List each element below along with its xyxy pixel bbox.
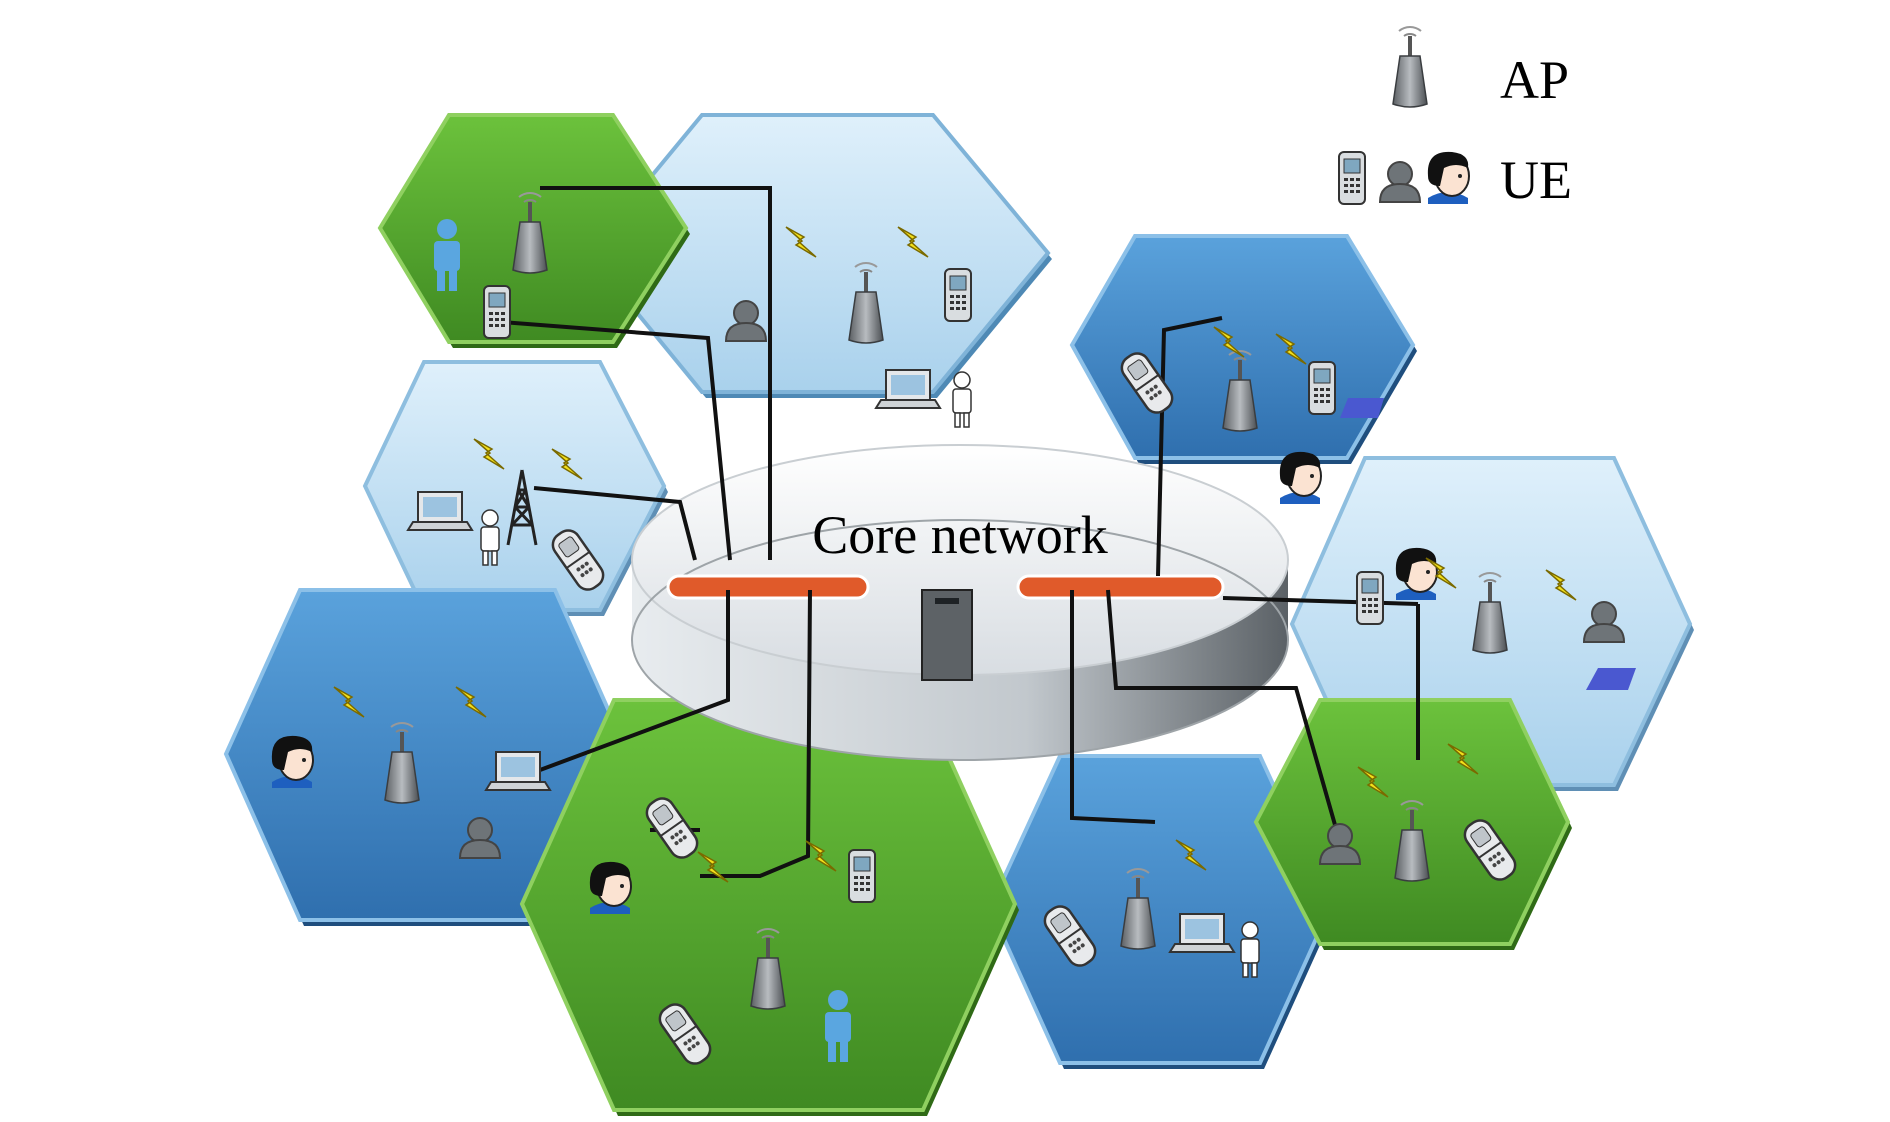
laptop-icon [1340,398,1384,418]
link-core-laptop-left [539,590,730,772]
core-rail-left [666,574,870,600]
core-network-label: Core network [812,505,1107,565]
laptop-icon [1169,913,1235,953]
legend: AP UE [1338,24,1572,210]
link-core-green-right [1106,589,1347,861]
core-server-icon [921,589,973,681]
phone-icon [1356,571,1384,625]
phone-icon [944,268,972,322]
core-rail-right [1016,574,1225,600]
laptop-icon [485,751,551,791]
face-avatar-icon [270,734,314,789]
cell-mid-bottom-right [987,754,1334,1069]
legend-label-ap: AP [1500,50,1569,110]
link-core-green-bottom [700,589,812,878]
laptop-icon [1586,668,1636,690]
face-avatar-icon [1278,450,1322,505]
link-ap-topleft-core [540,186,772,560]
legend-item-ue: UE [1338,150,1572,210]
cell-light-left [362,360,668,616]
legend-label-ue: UE [1500,150,1572,210]
cell-light-top-center [585,113,1052,398]
link-phone-topleft-core [501,320,732,561]
laptop-icon [407,491,473,531]
phone-icon [1338,151,1366,205]
laptop-icon [875,369,941,409]
phone-icon [483,285,511,339]
phone-icon [848,849,876,903]
link-core-bottom-right [1070,590,1156,824]
person-icon [952,371,972,428]
wired-links [501,186,1420,878]
face-avatar-icon [1426,150,1470,205]
face-avatar-icon [588,860,632,915]
phone-icon [1308,361,1336,415]
link-core-light-right [1222,596,1419,606]
link-tower-left-core [533,486,697,561]
access-point-icon [1391,24,1429,109]
legend-item-ap: AP [1391,24,1569,110]
face-avatar-icon [1394,546,1438,601]
user-icon [1379,161,1421,203]
link-topright-core [1156,316,1223,577]
